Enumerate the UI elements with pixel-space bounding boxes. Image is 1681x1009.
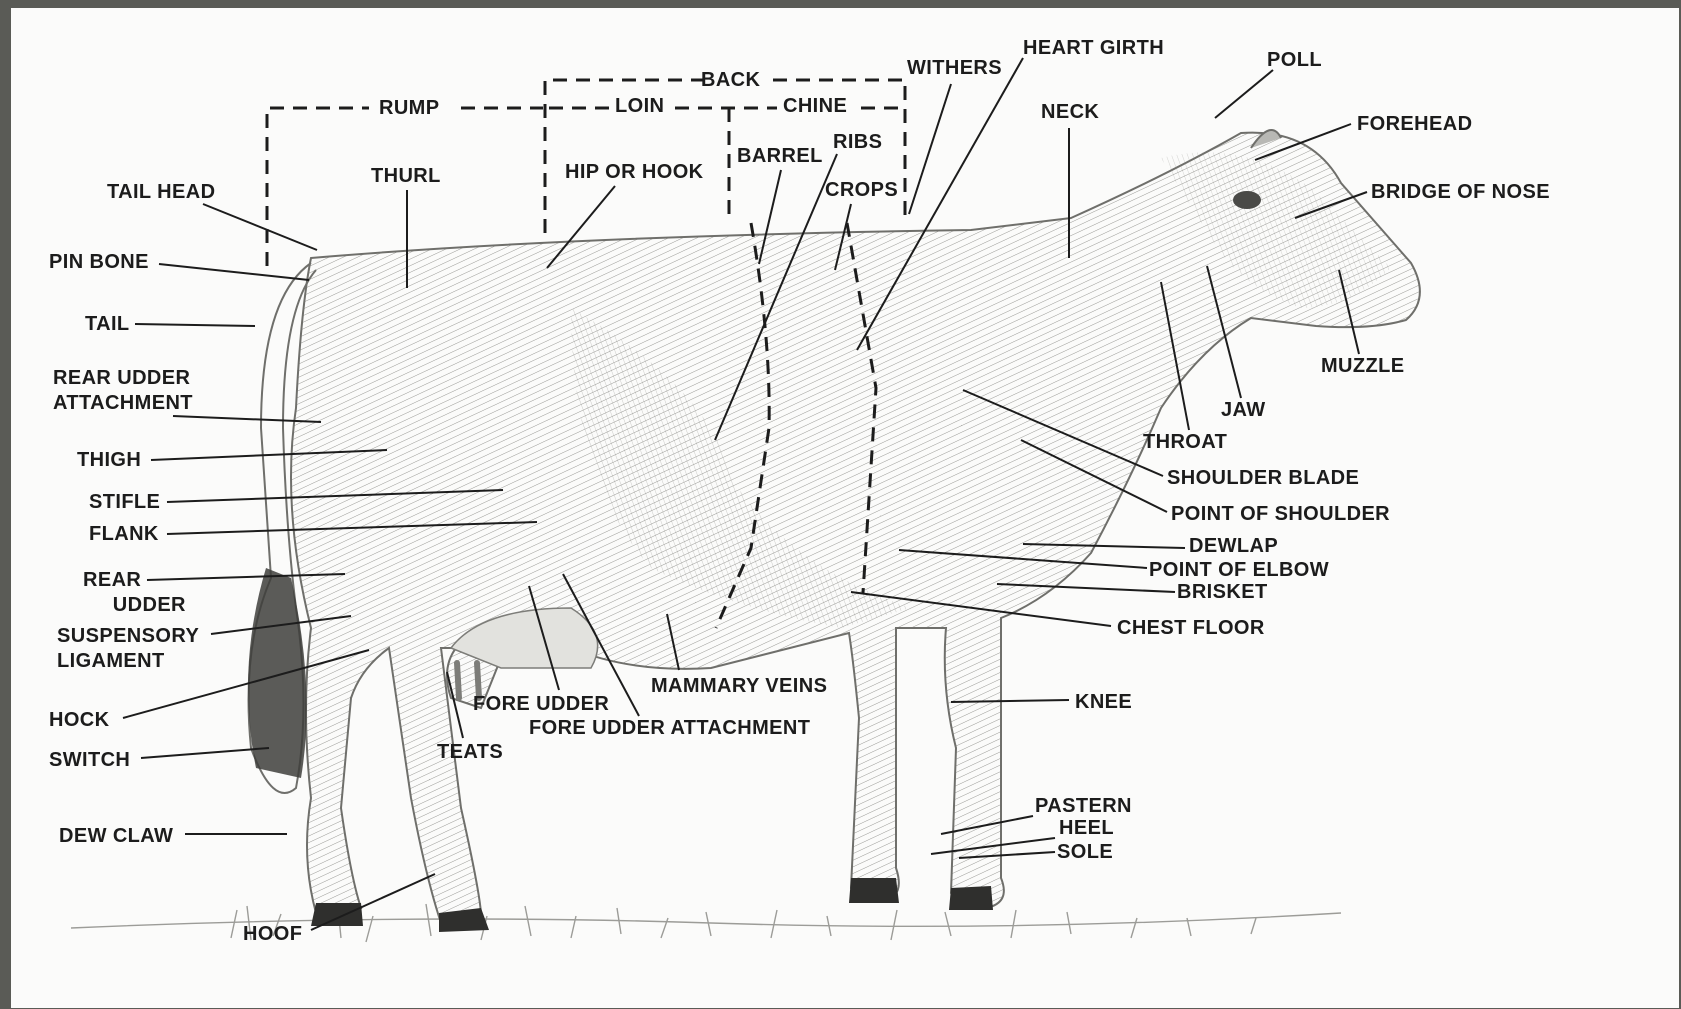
label-heel: HEEL	[1059, 816, 1114, 841]
diagram-frame: BACK RUMP LOIN CHINE WITHERS HEART GIRTH…	[11, 8, 1679, 1008]
label-back: BACK	[701, 68, 760, 93]
label-jaw: JAW	[1221, 398, 1266, 423]
label-mammary-veins: MAMMARY VEINS	[651, 674, 827, 699]
label-dew-claw: DEW CLAW	[59, 824, 173, 849]
label-poll: POLL	[1267, 48, 1322, 73]
label-point-of-shoulder: POINT OF SHOULDER	[1171, 502, 1390, 527]
label-dewlap: DEWLAP	[1189, 534, 1278, 559]
label-rear-udder: REAR UDDER	[83, 568, 186, 618]
label-bridge-of-nose: BRIDGE OF NOSE	[1371, 180, 1550, 205]
label-switch: SWITCH	[49, 748, 130, 773]
label-forehead: FOREHEAD	[1357, 112, 1472, 137]
label-barrel: BARREL	[737, 144, 823, 169]
label-loin: LOIN	[615, 94, 664, 119]
label-fore-udder: FORE UDDER	[473, 692, 609, 717]
cow-illustration	[11, 8, 1679, 1008]
label-withers: WITHERS	[907, 56, 1002, 81]
label-pin-bone: PIN BONE	[49, 250, 149, 275]
label-crops: CROPS	[825, 178, 898, 203]
label-neck: NECK	[1041, 100, 1099, 125]
label-hoof: HOOF	[243, 922, 302, 947]
label-thurl: THURL	[371, 164, 441, 189]
label-sole: SOLE	[1057, 840, 1113, 865]
label-brisket: BRISKET	[1177, 580, 1268, 605]
label-teats: TEATS	[437, 740, 503, 765]
label-hip-or-hook: HIP OR HOOK	[565, 160, 704, 185]
label-tail-head: TAIL HEAD	[107, 180, 215, 205]
label-suspensory-ligament: SUSPENSORY LIGAMENT	[57, 624, 199, 674]
label-stifle: STIFLE	[89, 490, 160, 515]
label-chine: CHINE	[783, 94, 847, 119]
label-ribs: RIBS	[833, 130, 882, 155]
label-hock: HOCK	[49, 708, 110, 733]
label-rear-udder-attachment: REAR UDDER ATTACHMENT	[53, 366, 193, 416]
label-chest-floor: CHEST FLOOR	[1117, 616, 1265, 641]
label-knee: KNEE	[1075, 690, 1132, 715]
label-rump: RUMP	[379, 96, 440, 121]
label-tail: TAIL	[85, 312, 130, 337]
label-thigh: THIGH	[77, 448, 141, 473]
label-fore-udder-attachment: FORE UDDER ATTACHMENT	[529, 716, 810, 741]
label-throat: THROAT	[1143, 430, 1227, 455]
cow-body	[248, 130, 1420, 932]
label-heart-girth: HEART GIRTH	[1023, 36, 1164, 61]
label-shoulder-blade: SHOULDER BLADE	[1167, 466, 1359, 491]
label-muzzle: MUZZLE	[1321, 354, 1405, 379]
label-flank: FLANK	[89, 522, 159, 547]
